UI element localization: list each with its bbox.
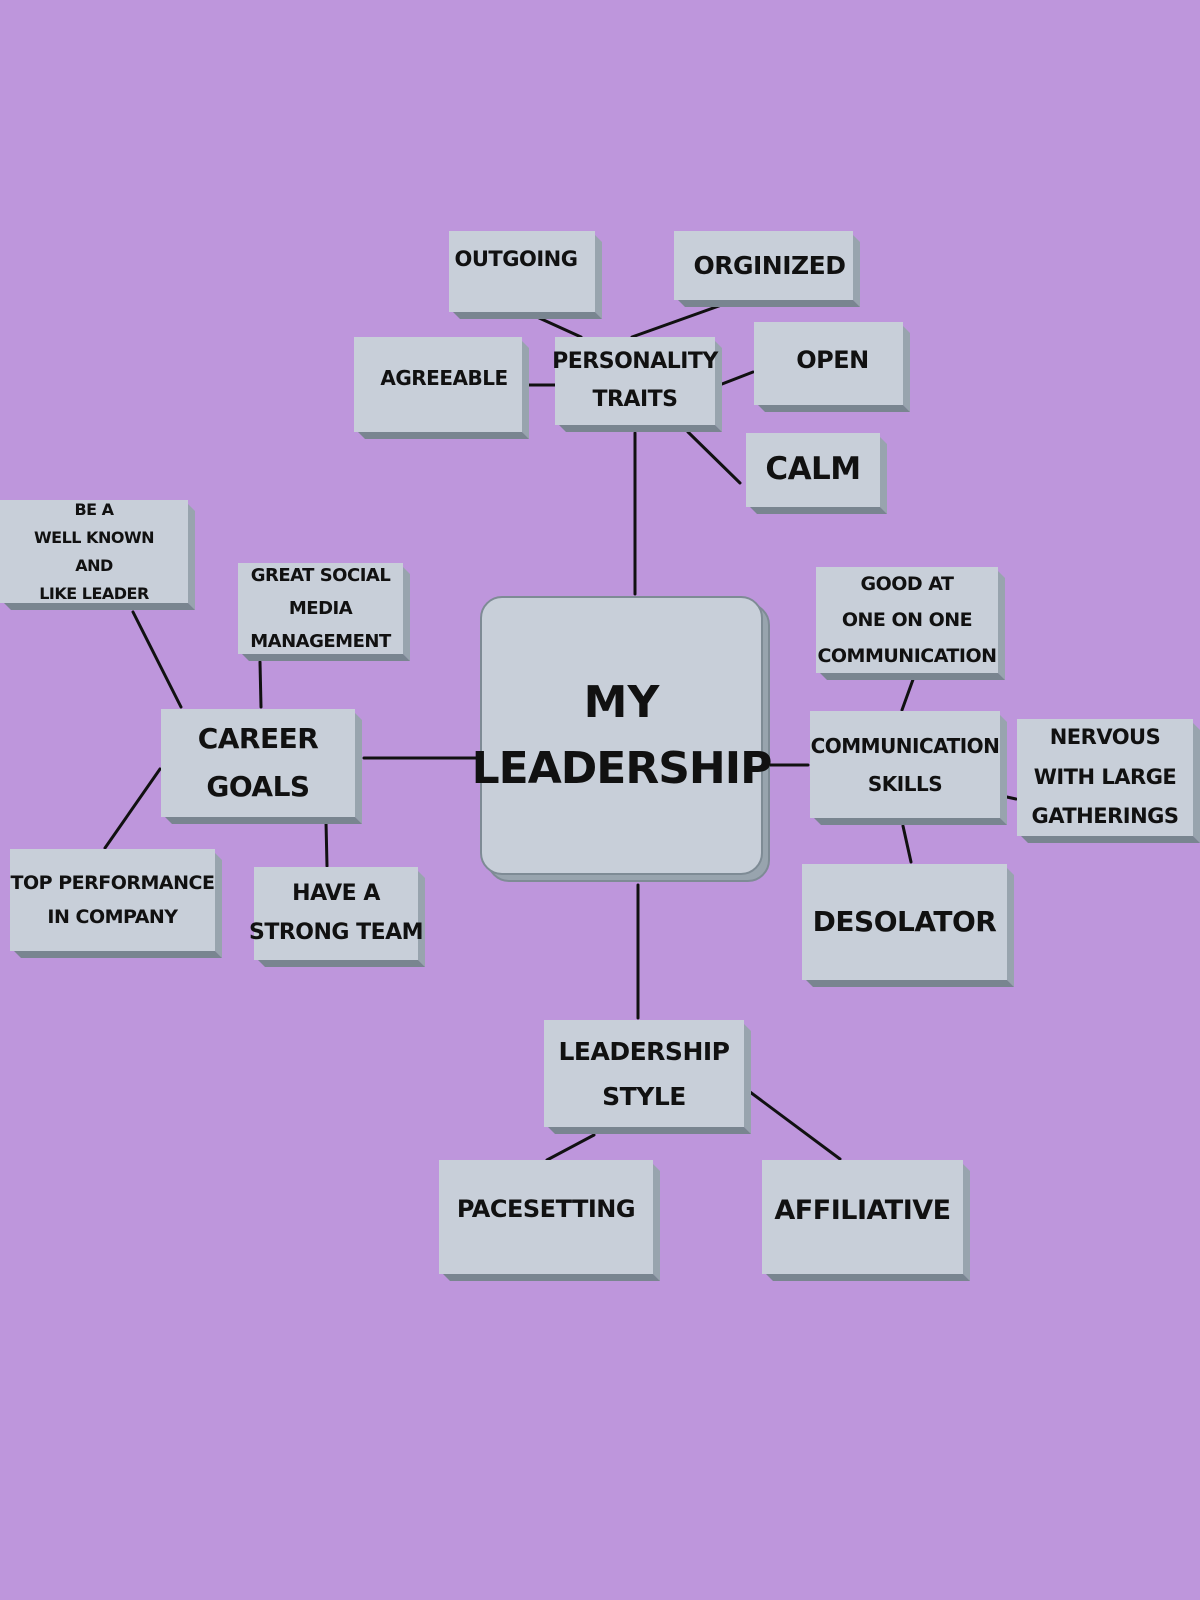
node-label: WELL KNOWN [34,527,154,547]
connector-career-strongteam [324,820,329,868]
node-label: PACESETTING [456,1194,636,1223]
connector-style-affiliative [748,1090,842,1161]
center-title-line-1: MY [583,676,660,728]
node-label: MEDIA [288,597,353,619]
node-label: COMMUNICATION [810,733,1000,758]
connector-personality-open [720,370,755,386]
node-desolator: DESOLATOR [802,864,1007,980]
node-label: NERVOUS [1049,724,1161,749]
node-label: ONE ON ONE [841,608,973,631]
node-label: LIKE LEADER [39,583,149,603]
node-personality-traits: PERSONALITY TRAITS [552,337,718,425]
center-node-my-leadership: MY LEADERSHIP [472,596,772,875]
node-outgoing: OUTGOING [449,231,595,312]
connector-career-wellknown [131,610,183,709]
node-label: SKILLS [867,771,943,796]
node-well-known-leader: BE A WELL KNOWN AND LIKE LEADER [0,500,188,603]
node-top-performance: TOP PERFORMANCE IN COMPANY [10,849,215,951]
node-label: AGREEABLE [380,366,508,390]
node-label: ORGINIZED [693,250,846,280]
node-nervous: NERVOUS WITH LARGE GATHERINGS [1017,719,1193,836]
center-title-line-2: LEADERSHIP [471,742,773,794]
node-label: GOALS [206,770,310,803]
node-label: TOP PERFORMANCE [10,871,215,894]
connector-comm-desolator [901,824,913,864]
connector-style-pacesetting [545,1133,596,1162]
node-label: STYLE [602,1081,686,1111]
node-label: BE A [74,499,114,519]
node-career-goals: CAREER GOALS [161,709,355,817]
node-calm: CALM [746,433,880,507]
node-label: CALM [765,451,861,488]
node-label: GREAT SOCIAL [250,564,391,586]
node-leadership-style: LEADERSHIP STYLE [544,1020,744,1127]
node-label: CAREER [197,722,319,756]
connector-career-topperformance [103,767,162,850]
node-label: MANAGEMENT [250,631,391,653]
node-label: OPEN [796,346,869,375]
connector-career-social [258,660,263,709]
node-label: PERSONALITY [552,348,718,374]
node-label: HAVE A [292,881,380,906]
node-communication-skills: COMMUNICATION SKILLS [810,711,1000,818]
node-label: STRONG TEAM [248,919,424,945]
node-label: GOOD AT [860,572,954,595]
node-label: WITH LARGE [1033,764,1177,789]
node-social-media: GREAT SOCIAL MEDIA MANAGEMENT [238,563,403,654]
node-pacesetting: PACESETTING [439,1160,653,1274]
node-affiliative: AFFILIATIVE [762,1160,963,1274]
node-orginized: ORGINIZED [674,231,853,300]
node-label: DESOLATOR [812,905,997,939]
node-label: GATHERINGS [1031,804,1179,829]
node-label: AFFILIATIVE [774,1194,951,1226]
node-open: OPEN [754,322,903,405]
node-strong-team: HAVE A STRONG TEAM [249,867,418,960]
node-label: IN COMPANY [47,906,178,928]
node-label: AND [75,555,113,575]
node-label: OUTGOING [454,247,578,271]
node-agreeable: AGREEABLE [354,337,522,432]
node-label: LEADERSHIP [558,1036,731,1066]
node-one-on-one: GOOD AT ONE ON ONE COMMUNICATION [816,567,998,673]
connector-comm-oneonone [900,672,917,712]
connector-personality-calm [686,430,742,485]
node-label: COMMUNICATION [817,645,997,668]
node-label: TRAITS [592,387,678,412]
